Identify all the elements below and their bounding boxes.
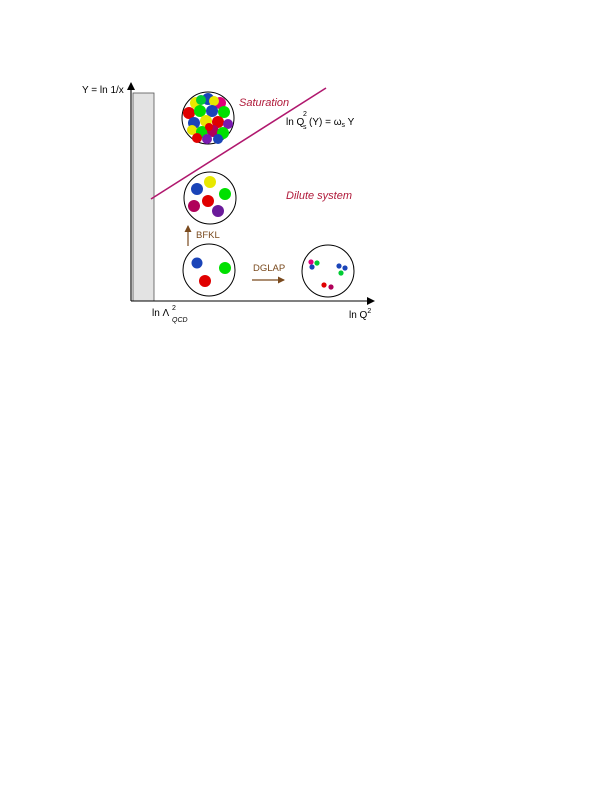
- saturation-scale-formula: (Y) = ωs Y: [309, 117, 355, 129]
- saturation-scale-sup: 2: [303, 111, 307, 118]
- x-axis-label: ln Q2: [349, 308, 371, 321]
- saturation-region-label: Saturation: [239, 97, 289, 109]
- initial-hadron: [182, 243, 236, 297]
- saturation-scale-label: ln Q: [286, 117, 305, 128]
- dglap-label: DGLAP: [253, 263, 285, 274]
- saturation-scale-sub: s: [303, 124, 307, 131]
- svg-text:2: 2: [172, 305, 176, 312]
- bfkl-label: BFKL: [196, 230, 220, 241]
- y-axis-label: Y = ln 1/x: [82, 85, 124, 96]
- dilute-hadron: [183, 171, 237, 225]
- saturated-hadron: [181, 91, 235, 145]
- svg-text:ln Λ: ln Λ: [152, 308, 170, 319]
- nonperturbative-region: [132, 92, 155, 302]
- dilute-region-label: Dilute system: [286, 190, 352, 202]
- saturation-line: [150, 87, 327, 200]
- high-q2-hadron: [301, 244, 355, 298]
- lambda-qcd-label: ln Λ 2 QCD: [152, 305, 188, 324]
- svg-text:QCD: QCD: [172, 317, 188, 324]
